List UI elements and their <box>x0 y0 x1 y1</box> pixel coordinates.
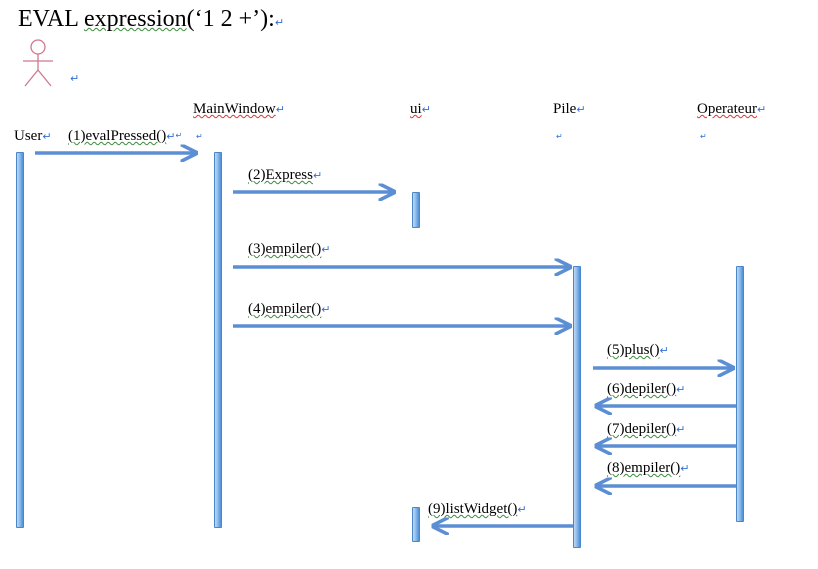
participant-operateur: Operateur↵ <box>697 101 766 118</box>
title-pilcrow: ↵ <box>274 16 285 29</box>
participant-mainwindow-label: MainWindow <box>193 101 276 117</box>
pilcrow: ↵ <box>42 130 52 143</box>
actor-pilcrow: ↵ <box>70 72 80 85</box>
mark: ↵ <box>556 132 563 141</box>
pilcrow: ↵ <box>166 130 176 143</box>
message-4-label: (4)empiler()↵ <box>248 301 331 318</box>
mark: ↵ <box>700 132 707 141</box>
lifeline-operateur <box>736 266 744 522</box>
pilcrow: ↵ <box>517 503 527 516</box>
participant-user-label: User <box>14 128 43 144</box>
title-prefix: EVAL <box>18 6 84 32</box>
message-2-label: (2)Express↵ <box>248 167 322 184</box>
pilcrow: ↵ <box>680 462 690 475</box>
lifeline-mainwindow <box>214 152 222 528</box>
message-text: (2)Express <box>248 167 313 183</box>
diagram-title: EVAL expression(‘1 2 +’):↵ <box>18 6 284 33</box>
message-text: (7)depiler() <box>607 421 677 437</box>
mark: ↵ <box>196 132 203 141</box>
pilcrow: ↵ <box>756 103 767 116</box>
pilcrow: ↵ <box>321 243 331 256</box>
participant-user: User↵ <box>14 128 52 145</box>
message-8-label: (8)empiler()↵ <box>607 460 690 477</box>
pilcrow: ↵ <box>275 103 285 116</box>
message-text: (9)listWidget() <box>428 501 518 517</box>
message-6-label: (6)depiler()↵ <box>607 381 685 398</box>
participant-operateur-label: Operateur <box>697 101 757 117</box>
pilcrow: ↵ <box>321 303 331 316</box>
activation-ui-2 <box>412 507 420 542</box>
activation-ui-1 <box>412 192 420 228</box>
message-9-label: (9)listWidget()↵ <box>428 501 527 518</box>
message-text: (4)empiler() <box>248 301 322 317</box>
title-underlined: expression <box>84 6 187 32</box>
participant-pile: Pile↵ <box>553 101 586 118</box>
message-text: (3)empiler() <box>248 241 322 257</box>
pilcrow: ↵ <box>576 103 586 116</box>
pilcrow: ↵ <box>659 344 669 357</box>
message-7-label: (7)depiler()↵ <box>607 421 685 438</box>
participant-ui-label: ui <box>410 101 422 117</box>
pilcrow: ↵ <box>421 103 431 116</box>
title-suffix: (‘1 2 +’): <box>186 6 275 32</box>
lifeline-user <box>16 152 24 528</box>
participant-pile-label: Pile <box>553 101 577 117</box>
message-text: (5)plus() <box>607 342 660 358</box>
message-1-label: (1)evalPressed()↵↵ <box>68 128 182 145</box>
pilcrow: ↵ <box>676 383 686 396</box>
pilcrow: ↵ <box>676 423 686 436</box>
message-text: (6)depiler() <box>607 381 677 397</box>
participant-mainwindow: MainWindow↵ <box>193 101 285 118</box>
participant-ui: ui↵ <box>410 101 431 118</box>
message-5-label: (5)plus()↵ <box>607 342 669 359</box>
message-3-label: (3)empiler()↵ <box>248 241 331 258</box>
lifeline-pile <box>573 266 581 548</box>
message-text: (8)empiler() <box>607 460 681 476</box>
pilcrow: ↵ <box>312 169 323 182</box>
mark: ↵ <box>175 131 183 140</box>
message-text: (1)evalPressed() <box>68 128 167 144</box>
actor-icon <box>23 39 53 87</box>
